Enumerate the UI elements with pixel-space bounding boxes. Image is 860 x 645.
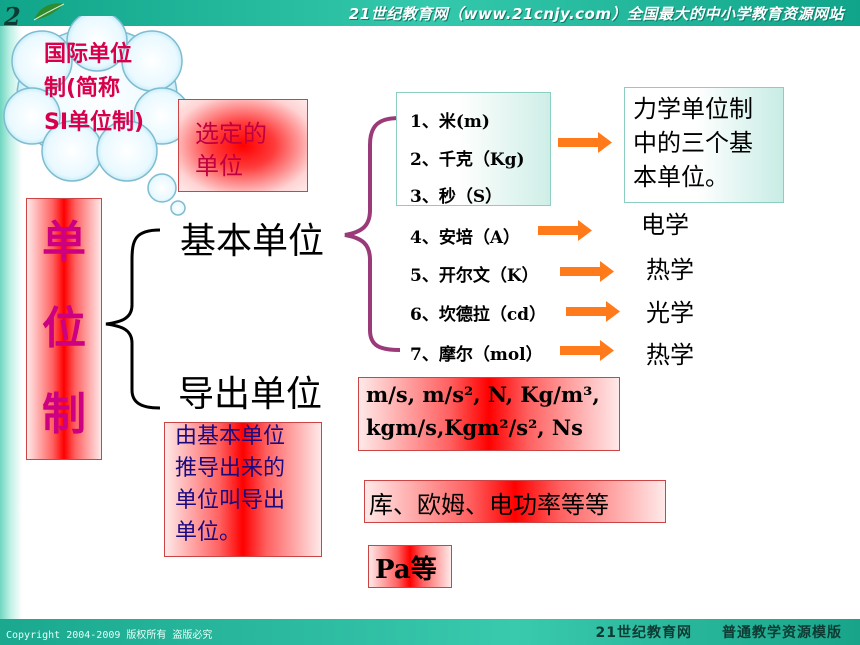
thought-cloud [3,16,191,216]
mechanics-note-box [624,87,784,203]
si-unit-note: 国际单位 制(简称 SI单位制) [44,42,145,135]
unit-item-meter: 1、米(m) [410,112,490,132]
domain-light: 光学 [646,299,694,327]
basic-units-label: 基本单位 [180,221,325,262]
unit-item-kilogram: 2、千克（Kg) [410,150,525,170]
derived-units-label: 导出单位 [178,374,323,415]
arrow-heat [560,261,614,282]
pascal-unit: Pa等 [375,555,437,585]
site-logo: 2 [4,2,21,31]
arrow-light [566,301,620,322]
site-title: 21世纪教育网（www.21cnjy.com）全国最大的中小学教育资源网站 [348,5,844,23]
mechanics-note: 力学单位制 中的三个基 本单位。 [633,95,753,191]
main-title: 单 位 制 [42,217,86,440]
footer-brand: 21世纪教育网 普通教学资源模版 [566,622,842,642]
unit-item-second: 3、秒（S） [410,187,503,207]
domain-heat: 热学 [646,256,694,284]
arrows [538,132,620,361]
pascal-box [368,545,452,588]
arrow-electricity [538,220,592,241]
main-brace [105,228,161,410]
header-bar [0,0,860,26]
unit-item-mole: 7、摩尔（mol） [410,345,543,365]
copyright-text: Copyright 2004-2009 版权所有 盗版必究 [6,630,213,641]
mechanics-units-box [396,92,551,206]
unit-item-kelvin: 5、开尔文（K） [410,266,539,286]
footer-site-name: 21世纪教育网 [595,625,692,641]
selected-unit-box [178,99,308,192]
selected-unit-label: 选定的 单位 [195,120,267,180]
domain-electricity: 电学 [641,211,689,239]
footer-template-name: 普通教学资源模版 [722,625,842,641]
unit-item-ampere: 4、安培（A） [410,228,521,248]
derived-definition: 由基本单位 推导出来的 单位叫导出 单位。 [175,424,286,545]
other-derived-units: 库、欧姆、电功率等等 [369,491,609,519]
domain-heat-2: 热学 [646,341,694,369]
basic-units-bracket [344,116,401,352]
arrow-heat-2 [560,340,614,361]
leaf-icon [33,3,65,21]
derived-symbols-box [358,377,620,451]
other-derived-box [364,480,666,523]
derived-definition-box [164,422,322,557]
footer-bar [0,619,860,645]
derived-symbols-line-2: kgm/s,Kgm²/s², Ns [366,415,583,440]
arrow-mechanics [558,132,612,153]
main-title-box [26,198,102,460]
derived-symbols-line-1: m/s, m/s², N, Kg/m³, [366,382,600,407]
unit-item-candela: 6、坎德拉（cd） [410,305,547,325]
